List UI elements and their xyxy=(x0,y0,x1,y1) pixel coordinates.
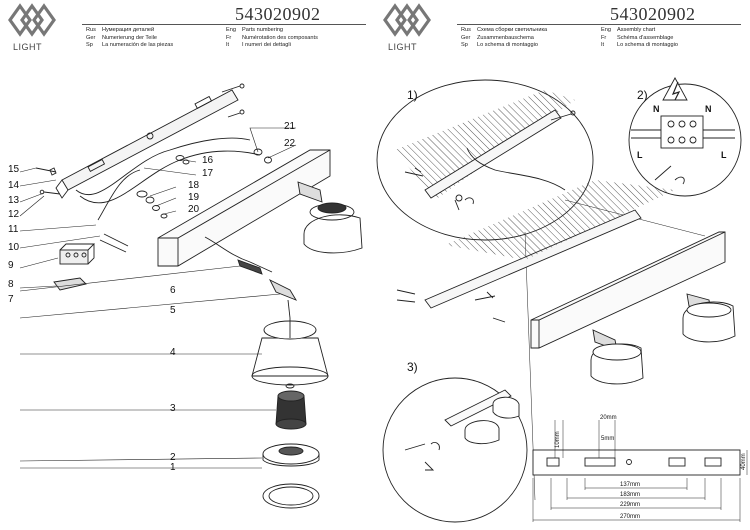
model-number: 543020902 xyxy=(610,4,696,24)
brand-logo xyxy=(8,2,56,42)
terminal-label-n-left: N xyxy=(653,104,660,114)
dim-270mm: 270mm xyxy=(620,514,640,520)
brand-logo xyxy=(383,2,431,42)
dim-5mm: 5mm xyxy=(601,436,614,442)
dim-40mm: 40mm xyxy=(741,453,747,470)
dim-229mm: 229mm xyxy=(620,502,640,508)
dim-183mm: 183mm xyxy=(620,492,640,498)
assembly-drawing: 20mm 5mm 10mm 137mm 183mm 229mm 270mm 40… xyxy=(376,77,748,523)
model-number: 543020902 xyxy=(235,4,321,24)
part-number-9: 9 xyxy=(8,260,14,271)
part-number-16: 16 xyxy=(202,155,214,166)
step-label-2: 2) xyxy=(637,88,648,102)
part-number-10: 10 xyxy=(8,242,20,253)
header-divider xyxy=(82,24,366,25)
part-number-13: 13 xyxy=(8,195,20,206)
part-number-7: 7 xyxy=(8,294,14,305)
part-number-14: 14 xyxy=(8,180,20,191)
logo-text: LIGHT xyxy=(13,42,43,52)
step-label-1: 1) xyxy=(407,88,418,102)
dim-10mm: 10mm xyxy=(555,431,561,448)
part-number-19: 19 xyxy=(188,192,200,203)
logo-text: LIGHT xyxy=(388,42,418,52)
part-number-5: 5 xyxy=(170,305,176,316)
logo-diamonds-icon xyxy=(8,3,56,37)
part-number-2: 2 xyxy=(170,452,176,463)
exploded-parts-drawing xyxy=(19,83,363,509)
part-number-8: 8 xyxy=(8,279,14,290)
part-number-4: 4 xyxy=(170,347,176,358)
part-number-21: 21 xyxy=(284,121,296,132)
part-number-18: 18 xyxy=(188,180,200,191)
part-number-11: 11 xyxy=(8,224,19,235)
dim-20mm: 20mm xyxy=(600,415,617,421)
dim-137mm: 137mm xyxy=(620,482,640,488)
step-label-3: 3) xyxy=(407,360,418,374)
part-number-12: 12 xyxy=(8,209,20,220)
logo-diamonds-icon xyxy=(383,3,431,37)
part-number-20: 20 xyxy=(188,204,200,215)
terminal-label-l-right: L xyxy=(721,150,727,160)
terminal-label-n-right: N xyxy=(705,104,712,114)
part-number-6: 6 xyxy=(170,285,176,296)
part-number-15: 15 xyxy=(8,164,20,175)
part-number-3: 3 xyxy=(170,403,176,414)
part-number-17: 17 xyxy=(202,168,214,179)
part-number-22: 22 xyxy=(284,138,296,149)
header-divider xyxy=(457,24,741,25)
terminal-label-l-left: L xyxy=(637,150,643,160)
part-number-1: 1 xyxy=(170,462,176,473)
